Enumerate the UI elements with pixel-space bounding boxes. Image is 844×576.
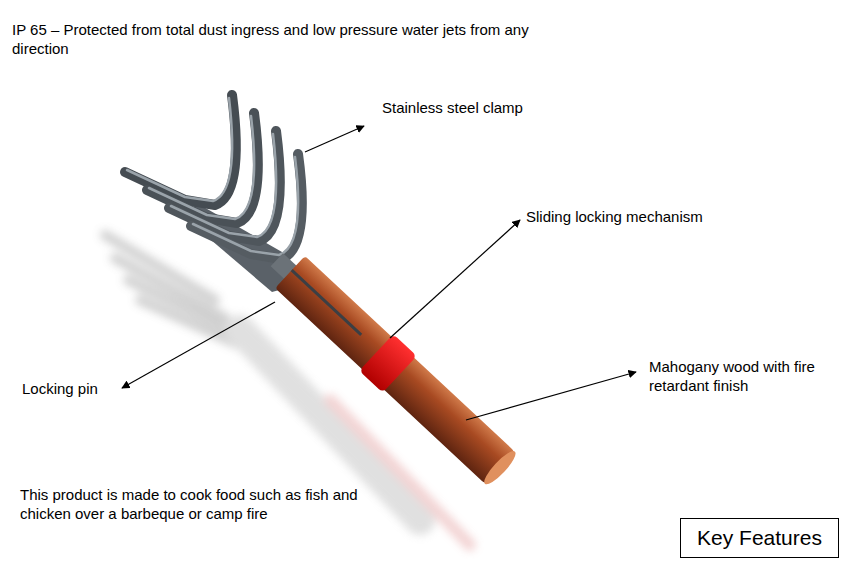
key-features-box: Key Features [680,518,839,558]
description-note: This product is made to cook food such a… [20,485,380,523]
rating-note: IP 65 – Protected from total dust ingres… [12,20,552,58]
part-label: Locking pin [22,379,162,398]
leader-lines [122,126,636,420]
part-label: Sliding locking mechanism [526,207,786,226]
box-title: Key Features [697,525,822,551]
part-label: Mahogany wood with fire retardant finish [649,357,829,395]
wooden-handle [260,241,522,490]
part-label: Stainless steel clamp [382,98,602,117]
